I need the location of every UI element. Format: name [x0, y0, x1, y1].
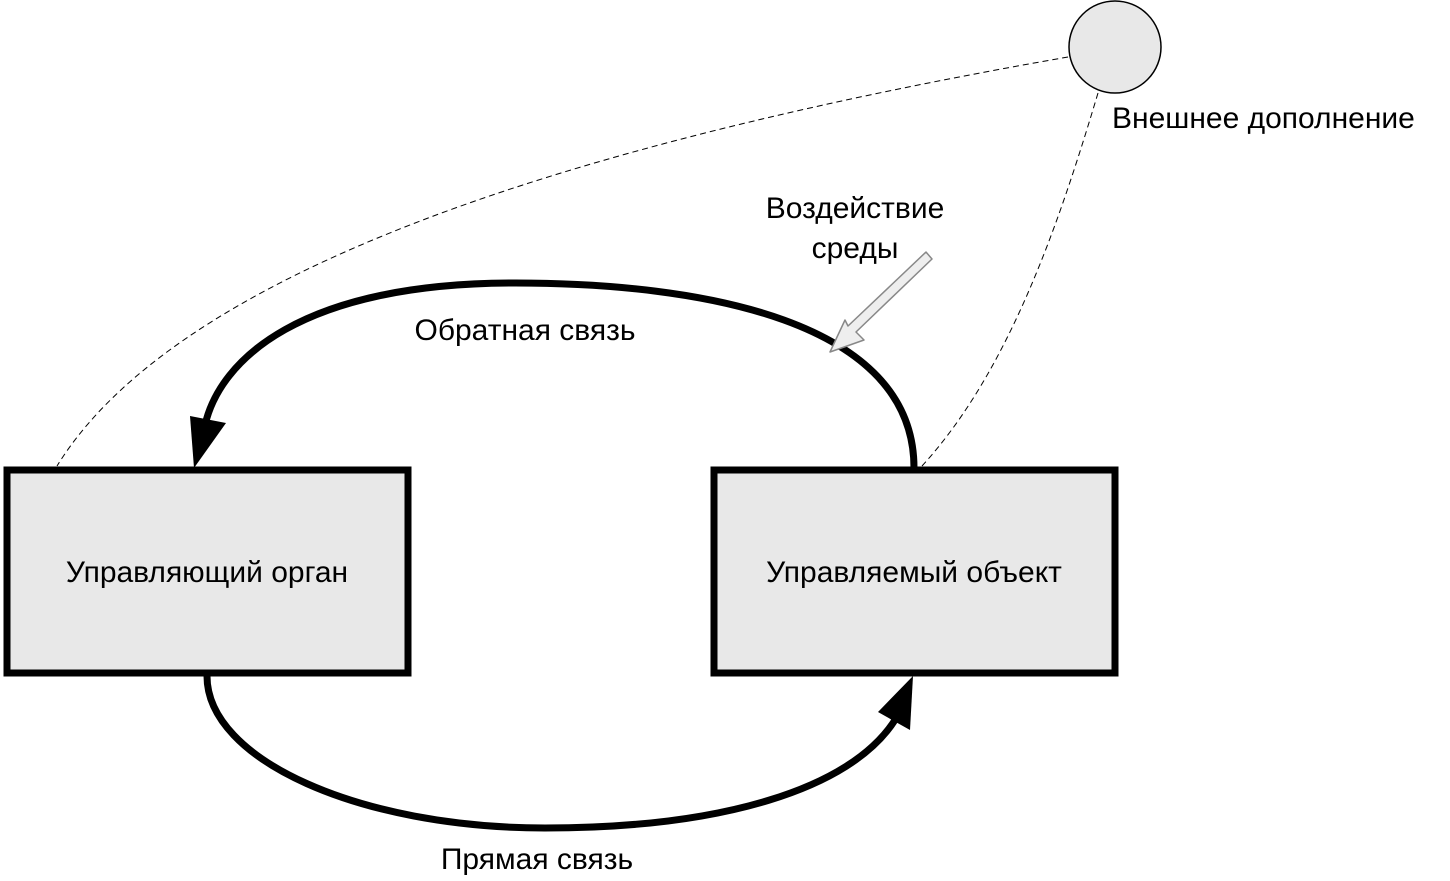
environment-arrow	[829, 251, 933, 353]
feedback-label: Обратная связь	[414, 314, 635, 347]
controlled-object-label: Управляемый объект	[766, 556, 1062, 589]
external-addition-label: Внешнее дополнение	[1112, 102, 1415, 135]
environment-label-line2: среды	[812, 232, 899, 265]
environment-label-line1: Воздействие	[766, 192, 945, 225]
direct-label: Прямая связь	[441, 843, 633, 876]
external-link-to-controller	[56, 56, 1069, 467]
controller-label: Управляющий орган	[66, 556, 348, 589]
direct-arrowhead	[878, 676, 913, 730]
feedback-arrowhead	[190, 416, 226, 468]
external-link-to-object	[921, 92, 1099, 467]
controlled-object-box	[710, 466, 1119, 677]
feedback-arc	[201, 279, 918, 469]
controller-box	[3, 466, 412, 677]
external-addition-circle	[1068, 0, 1162, 94]
direct-arc	[203, 675, 898, 832]
